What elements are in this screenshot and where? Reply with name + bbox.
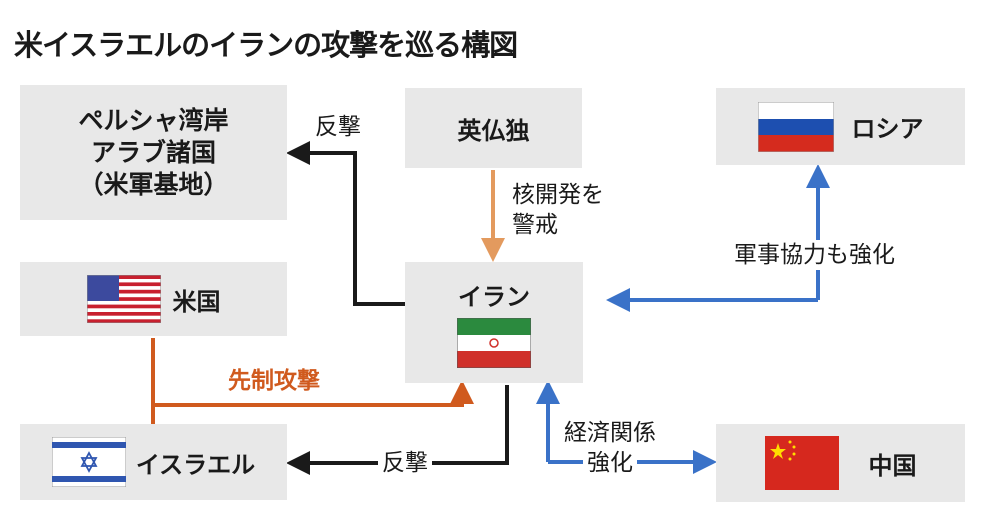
russia-flag-icon bbox=[757, 101, 834, 152]
us-flag-icon bbox=[86, 275, 161, 323]
israel-flag-icon bbox=[51, 437, 126, 487]
node-europe-label: 英仏独 bbox=[457, 116, 530, 145]
arrow-iran-to-gulf bbox=[286, 141, 405, 306]
node-gulf-states: ペルシャ湾岸 アラブ諸国 （米軍基地） bbox=[20, 85, 287, 220]
node-gulf-line1: ペルシャ湾岸 bbox=[78, 105, 229, 135]
label-china-line1: 経済関係 bbox=[564, 420, 656, 446]
node-gulf-line3: （米軍基地） bbox=[78, 169, 229, 199]
page-title: 米イスラエルのイランの攻撃を巡る構図 bbox=[14, 28, 518, 62]
node-israel: イスラエル bbox=[20, 424, 287, 500]
label-iran-china: 経済関係 強化 bbox=[564, 418, 656, 478]
node-russia: ロシア bbox=[716, 88, 965, 165]
label-iran-to-gulf: 反撃 bbox=[315, 112, 361, 142]
node-iran: イラン bbox=[405, 262, 583, 383]
china-flag-icon bbox=[764, 436, 839, 490]
node-china: 中国 bbox=[716, 424, 965, 502]
arrow-us-israel-to-iran bbox=[151, 338, 462, 424]
label-europe-to-iran: 核開発を 警戒 bbox=[512, 180, 604, 240]
node-europe: 英仏独 bbox=[405, 88, 582, 168]
label-europe-line2: 警戒 bbox=[512, 212, 558, 238]
label-russia-iran: 軍事協力も強化 bbox=[730, 240, 899, 270]
node-israel-label: イスラエル bbox=[135, 450, 256, 479]
label-europe-line1: 核開発を bbox=[512, 182, 604, 208]
node-us-label: 米国 bbox=[172, 287, 221, 316]
arrow-iran-to-israel bbox=[286, 385, 509, 475]
node-us: 米国 bbox=[20, 262, 287, 336]
label-iran-to-israel: 反撃 bbox=[378, 448, 432, 478]
node-gulf-line2: アラブ諸国 bbox=[90, 137, 216, 167]
label-china-line2: 強化 bbox=[583, 448, 637, 478]
iran-flag-icon bbox=[457, 318, 531, 368]
label-preemptive-strike: 先制攻撃 bbox=[228, 368, 320, 394]
node-russia-label: ロシア bbox=[851, 115, 924, 143]
node-iran-label: イラン bbox=[458, 283, 530, 311]
node-china-label: 中国 bbox=[868, 451, 917, 480]
